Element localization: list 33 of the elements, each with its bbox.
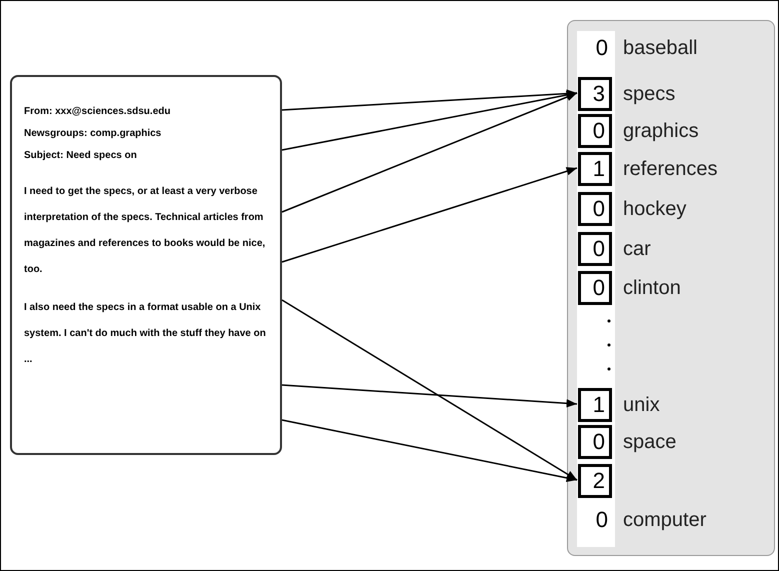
count-box: 0 <box>578 114 612 148</box>
count-box: 0 <box>578 425 612 459</box>
arrow <box>282 90 578 151</box>
arrow <box>282 299 578 481</box>
header-line: Subject: Need specs on <box>24 149 138 163</box>
count-box: 1 <box>578 388 612 422</box>
word-label: unix <box>623 395 660 415</box>
word-label: space <box>623 432 676 452</box>
word-label: car <box>623 239 651 259</box>
arrow <box>282 92 578 213</box>
word-label: computer <box>623 510 706 530</box>
count-box: 0 <box>578 232 612 266</box>
word-label: graphics <box>623 121 699 141</box>
arrow <box>282 167 578 263</box>
count-box: 1 <box>578 152 612 186</box>
count-box: 3 <box>578 77 612 111</box>
body-paragraph: I need to get the specs, or at least a very verbose interpretation of the specs. Technical articles from magazines and references to books would be nice, too. <box>24 185 266 277</box>
count-box: 0 <box>578 271 612 305</box>
word-label: hockey <box>623 199 686 219</box>
word-label: baseball <box>623 38 698 58</box>
vector-panel <box>567 20 775 556</box>
word-label: clinton <box>623 278 681 298</box>
arrow <box>282 89 578 111</box>
arrow <box>282 419 578 482</box>
word-label: specs <box>623 84 676 104</box>
header-line: Newsgroups: comp.graphics <box>24 127 162 141</box>
count-box: 2 <box>578 464 612 498</box>
word-label: references <box>623 159 718 179</box>
count-box: 0 <box>578 192 612 226</box>
arrow <box>282 384 578 408</box>
body-paragraph: I also need the specs in a format usable on a Unix system. I can't do much with the stuff they have on ... <box>24 301 267 367</box>
document-card <box>10 75 282 455</box>
header-line: From: xxx@sciences.sdsu.edu <box>24 105 172 119</box>
